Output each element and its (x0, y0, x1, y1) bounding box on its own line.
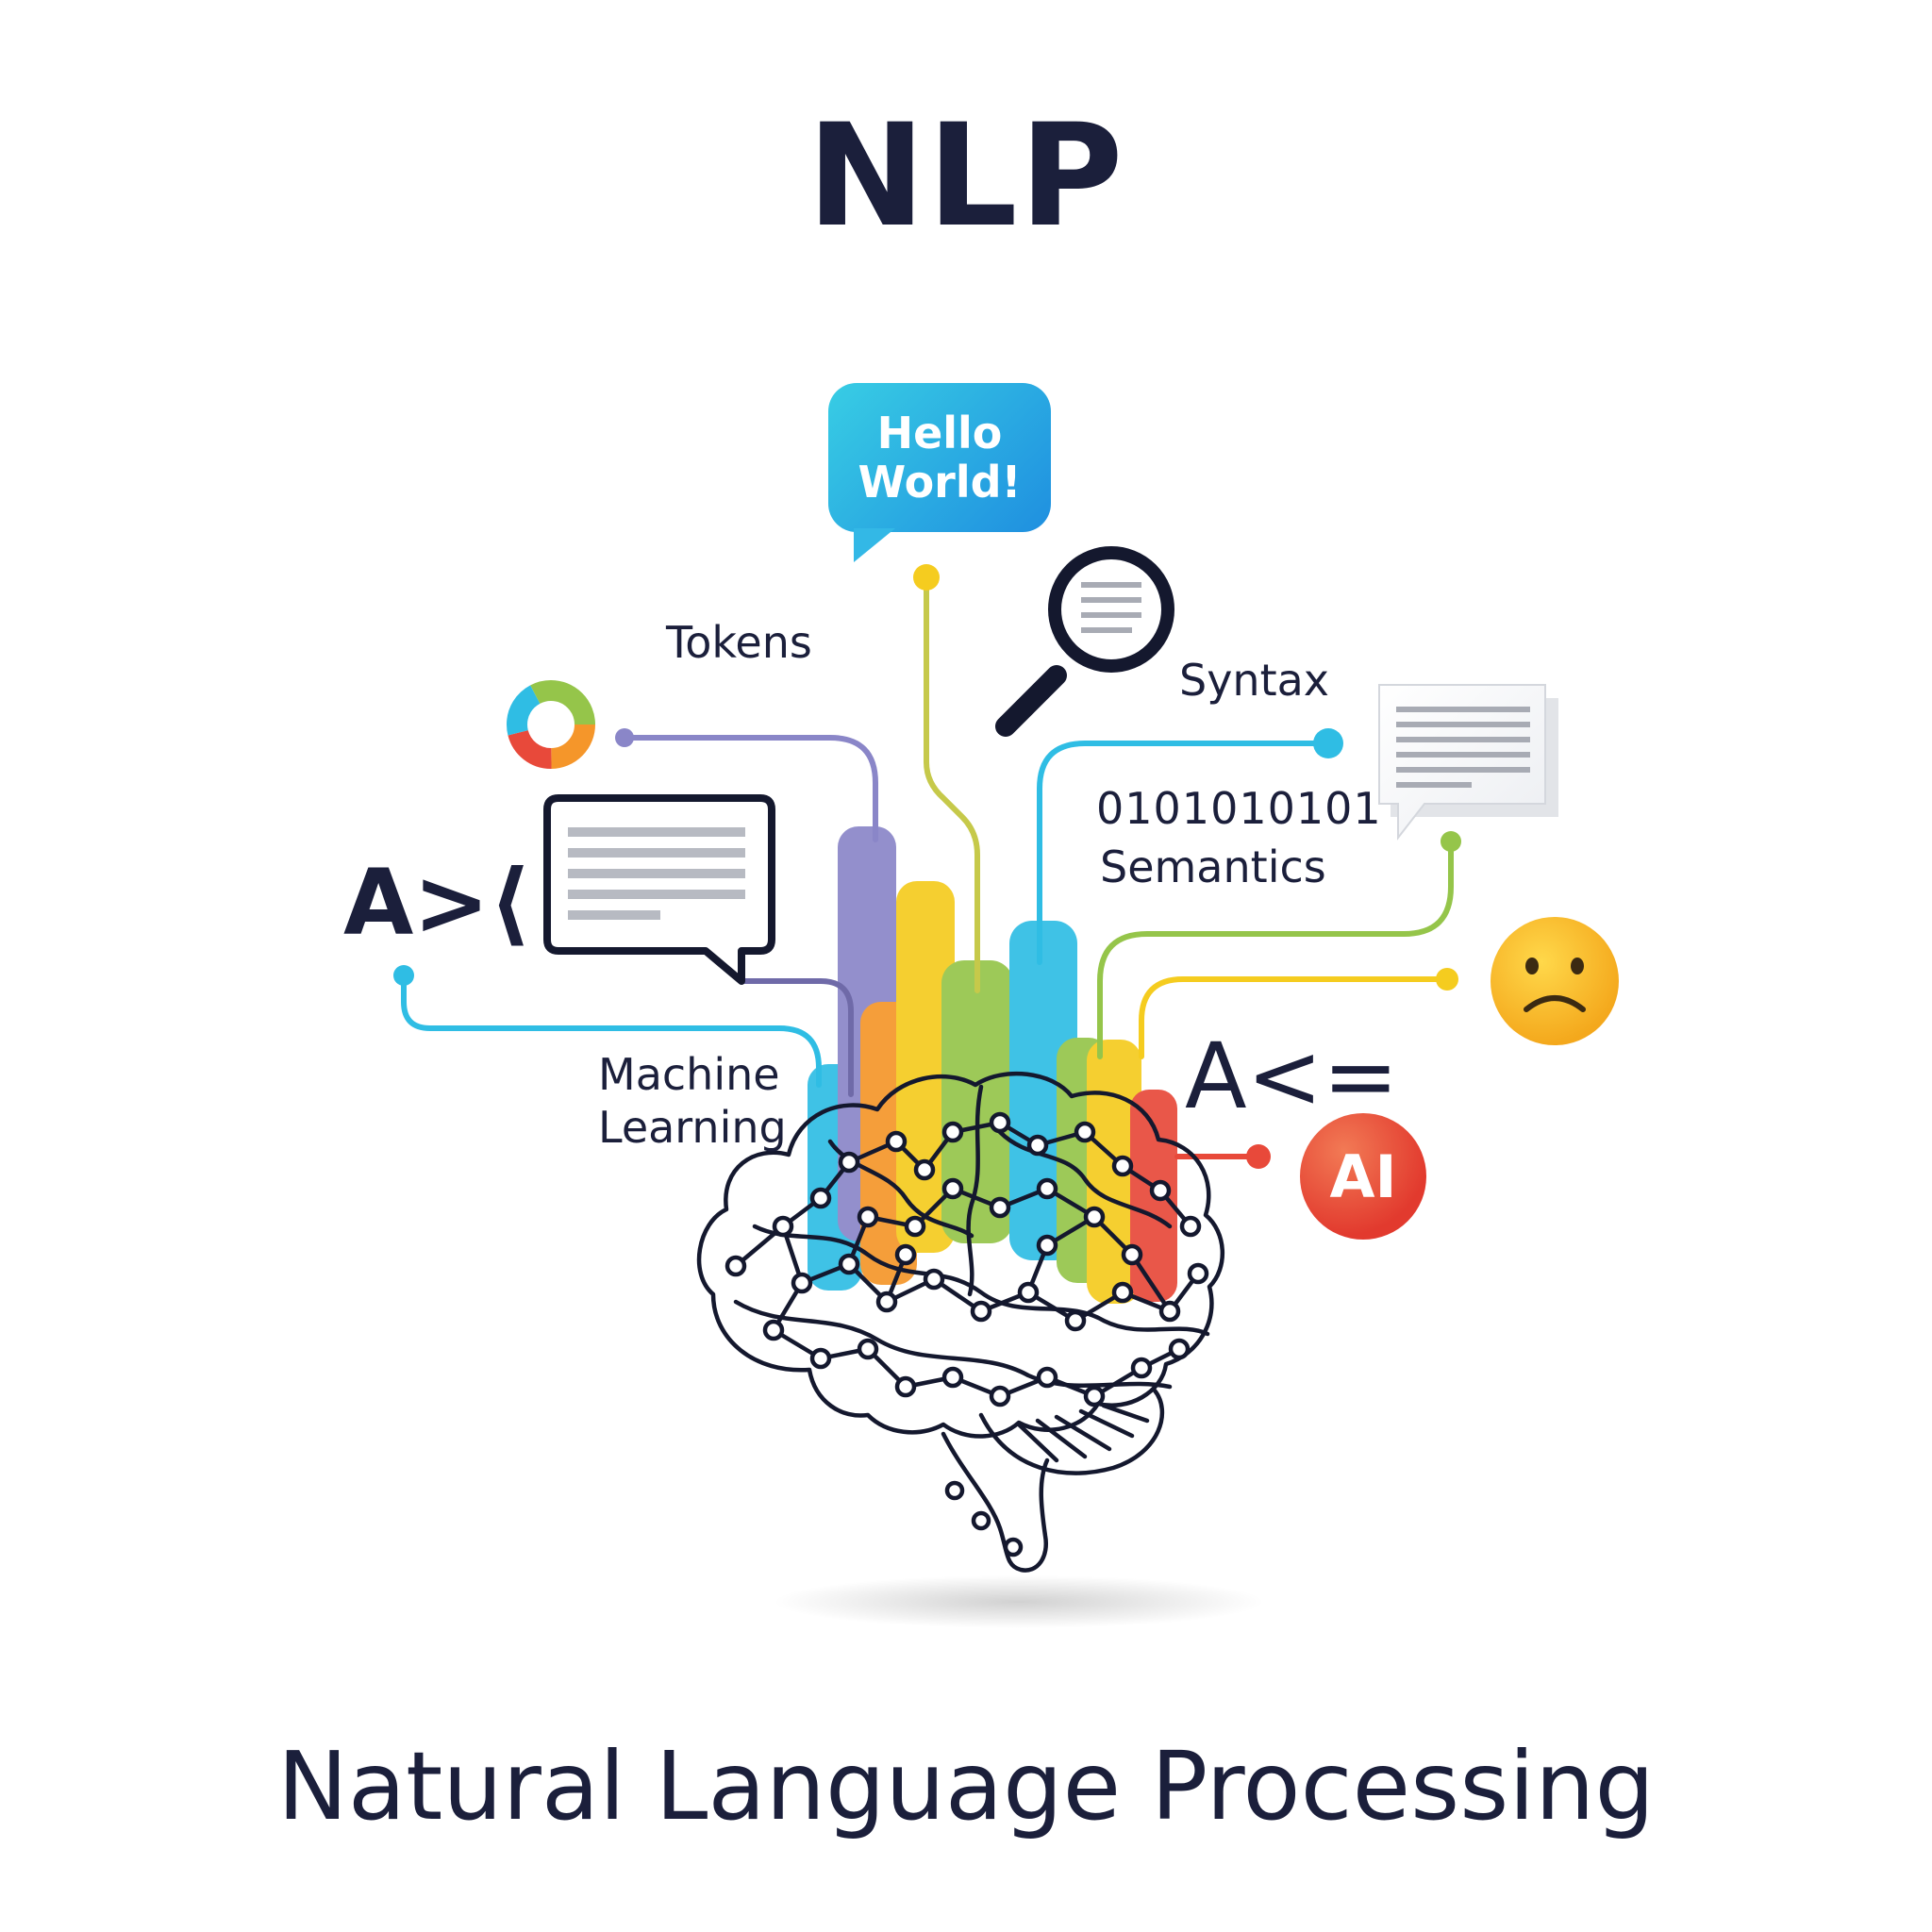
speech-bubble-icon: Hello World! (828, 383, 1051, 532)
connector-yellow-right-dot (1436, 968, 1458, 991)
connectors-group (393, 564, 1461, 1169)
connector-purple (622, 735, 878, 842)
connector-cyan-left (401, 973, 822, 1088)
label-semantics: Semantics (1100, 841, 1326, 892)
brain-folds-1 (752, 1224, 1210, 1337)
label-learning: Learning (598, 1102, 787, 1153)
label-syntax: Syntax (1179, 655, 1330, 706)
label-machine: Machine (598, 1049, 780, 1100)
ai-badge-icon: AI (1300, 1113, 1426, 1240)
connector-cyan-left-dot (393, 965, 414, 986)
page-title: NLP (807, 94, 1125, 258)
connector-yellow-top-dot (913, 564, 940, 591)
connector-purple-dot (615, 728, 634, 747)
brain-folds-2 (733, 1299, 1173, 1390)
brain-folds-4 (997, 1129, 1173, 1229)
ai-badge-label: AI (1329, 1141, 1397, 1211)
bar-yellow-left (896, 881, 955, 1253)
brain-nodes (724, 1111, 1209, 1557)
chat-document-icon (543, 794, 775, 985)
brain-cerebellum (978, 1388, 1164, 1475)
connector-green-right (1097, 839, 1454, 1059)
speech-bubble-line1: Hello (876, 408, 1003, 458)
label-binary: 0101010101 (1096, 783, 1382, 834)
connector-yellow-top (924, 575, 980, 993)
label-tokens: Tokens (666, 617, 812, 668)
speech-bubble-line2: World! (858, 457, 1022, 508)
connector-blue-syntax-dot (1313, 728, 1343, 758)
connector-yellow-right (1139, 976, 1450, 1059)
speech-bubble-tail (854, 528, 895, 562)
brain-fissure (966, 1084, 984, 1297)
document-bubble-icon (1378, 684, 1558, 841)
sad-face-icon (1491, 917, 1619, 1045)
page-subtitle: Natural Language Processing (277, 1731, 1655, 1841)
connector-red-dot (1246, 1144, 1271, 1169)
magnifier-icon (995, 546, 1174, 737)
brain-outline (696, 1071, 1224, 1439)
connector-blue-syntax (1037, 741, 1331, 965)
ground-shadow (774, 1575, 1264, 1628)
donut-chart-icon (507, 680, 595, 769)
glyph-right: A<= (1185, 1024, 1399, 1129)
connector-green-right-dot (1441, 831, 1461, 852)
connector-purple-chat (739, 978, 854, 1097)
bars-group (808, 826, 1177, 1304)
brain-stem (941, 1431, 1050, 1573)
brain-network-icon (696, 1071, 1224, 1573)
cerebellum-lines (1016, 1403, 1150, 1463)
glyph-left: A>⟨ (343, 850, 531, 956)
